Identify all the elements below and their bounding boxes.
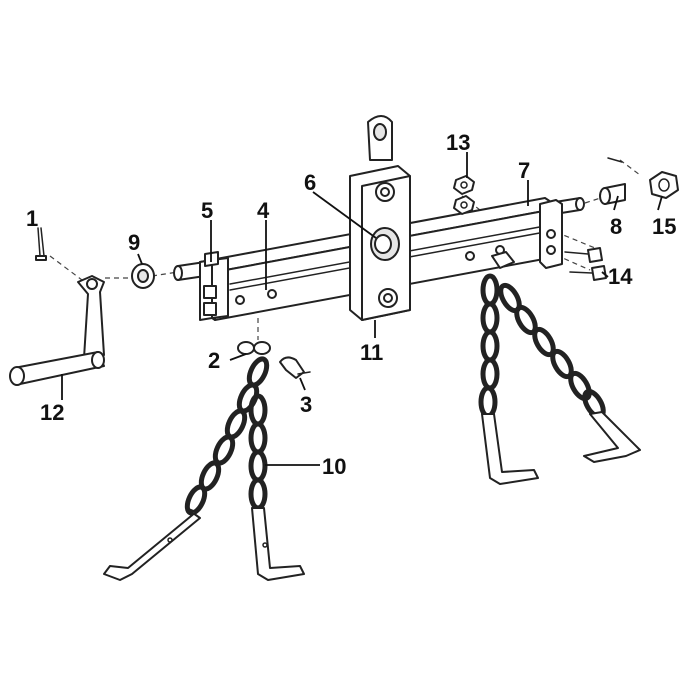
- callout-6: 6: [304, 170, 316, 195]
- left-chain-assembly: [103, 356, 305, 581]
- left-end-bracket-part: [199, 251, 229, 321]
- callout-12: 12: [40, 400, 64, 425]
- chain-links-b: [248, 393, 268, 511]
- callout-13: 13: [446, 130, 470, 155]
- callout-9: 9: [128, 230, 140, 255]
- chain-links-d: [498, 282, 606, 420]
- callout-11: 11: [360, 340, 383, 365]
- callout-15: 15: [652, 214, 676, 239]
- callout-2: 2: [208, 348, 220, 373]
- pivot-pin-part: [374, 234, 392, 254]
- callout-7: 7: [518, 158, 530, 183]
- cotter-pin-part: [35, 227, 47, 261]
- spacer-bushing-part: [599, 183, 626, 205]
- shackle-part: [279, 356, 311, 379]
- bolt-part: [564, 247, 607, 281]
- callout-4: 4: [257, 198, 270, 223]
- right-hook-legs: [481, 411, 641, 485]
- hex-nut-part: [453, 175, 475, 215]
- callout-labels: 1 2 3 4 5 6 7 8 9 10 11 12 13 14 15: [26, 130, 676, 479]
- right-chain-assembly: [478, 251, 641, 485]
- washer-part: [131, 263, 155, 289]
- right-end-bracket-part: [539, 199, 563, 269]
- leader-lines: [61, 152, 663, 466]
- callout-8: 8: [610, 214, 622, 239]
- hook-hardware-part: [237, 341, 271, 355]
- callout-14: 14: [608, 264, 633, 289]
- callout-10: 10: [322, 454, 346, 479]
- locking-collar-part: [607, 157, 679, 199]
- center-slide-plate-part: [349, 115, 411, 321]
- crank-handle-part: [9, 275, 105, 386]
- chain-links-c: [478, 273, 500, 419]
- left-hook-legs: [103, 507, 305, 581]
- callout-1: 1: [26, 206, 38, 231]
- callout-3: 3: [300, 392, 312, 417]
- callout-5: 5: [201, 198, 213, 223]
- chain-links-a: [184, 356, 270, 516]
